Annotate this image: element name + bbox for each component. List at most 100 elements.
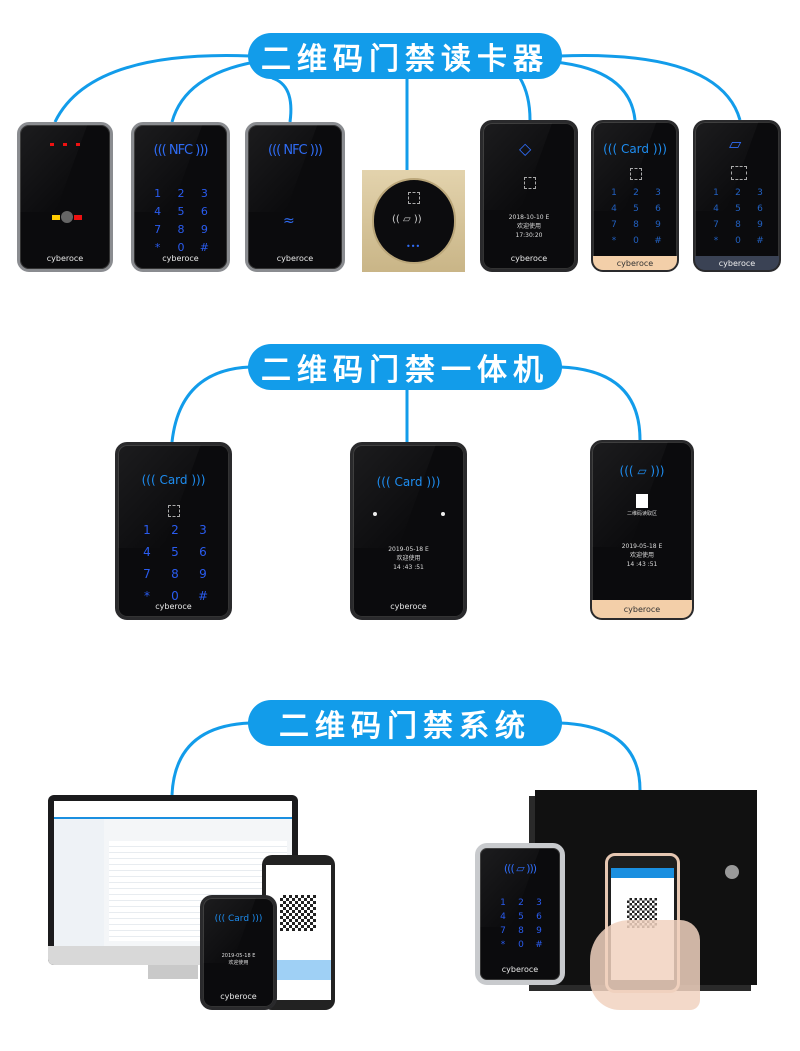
keypad-key: 7 bbox=[611, 220, 617, 230]
section-title-card-readers: 二维码门禁读卡器 bbox=[248, 33, 562, 79]
keypad-key: 9 bbox=[200, 223, 208, 236]
keypad-key: 9 bbox=[757, 220, 763, 230]
keypad-key: 8 bbox=[171, 567, 179, 581]
brand-label: cyberoce bbox=[390, 602, 427, 611]
keypad-key: 7 bbox=[713, 220, 719, 230]
card-tap-icon: ▱ bbox=[729, 134, 742, 153]
nfc-icon: ((( NFC ))) bbox=[153, 143, 209, 158]
brand-label: cyberoce bbox=[276, 254, 314, 263]
keypad-key: 0 bbox=[518, 940, 524, 950]
hand-image bbox=[590, 920, 700, 1010]
brand-label: cyberoce bbox=[592, 600, 692, 618]
brand-label: cyberoce bbox=[220, 992, 257, 1001]
keypad-key: 5 bbox=[735, 204, 741, 214]
card-icon: ((( Card ))) bbox=[376, 475, 441, 489]
keypad-key: 5 bbox=[177, 205, 185, 218]
keypad-key: 0 bbox=[633, 236, 639, 246]
keypad-key: 1 bbox=[154, 187, 162, 200]
screen-time: 17:30:20 bbox=[515, 232, 543, 239]
keypad-key: 5 bbox=[518, 912, 524, 922]
reader-nfc: ((( NFC ))) ≈ cyberoce bbox=[245, 122, 345, 272]
keypad-key: 2 bbox=[171, 523, 179, 537]
keypad-key: 5 bbox=[171, 545, 179, 559]
reader-round-gold: (( ▱ )) ••• bbox=[362, 170, 465, 272]
contactless-icon: (( ▱ )) bbox=[392, 214, 422, 225]
brand-label: cyberoce bbox=[46, 254, 84, 263]
indicator-dots-icon: ••• bbox=[406, 242, 421, 251]
qr-area-label: 二维码读取区 bbox=[626, 511, 657, 517]
integrated-qr-peach: ((( ▱ ))) 二维码读取区 2019-05-18 E 欢迎使用 14 :43 … bbox=[590, 440, 694, 620]
reader-nfc-keypad: ((( NFC ))) 1 2 3 4 5 6 7 8 9 * 0 # cyberoce bbox=[131, 122, 230, 272]
keypad-key: # bbox=[199, 241, 209, 254]
keypad-key: # bbox=[756, 236, 764, 246]
keypad-key: 4 bbox=[713, 204, 719, 214]
keypad-key: 4 bbox=[154, 205, 162, 218]
keypad-key: 5 bbox=[633, 204, 639, 214]
section-title-all-in-one: 二维码门禁一体机 bbox=[248, 344, 562, 390]
keypad-key: 6 bbox=[655, 204, 661, 214]
keypad-key: 6 bbox=[536, 912, 542, 922]
screen-date: 2019-05-18 E bbox=[621, 543, 663, 550]
keypad-key: 9 bbox=[655, 220, 661, 230]
keypad-key: * bbox=[144, 589, 150, 603]
contactless-icon: ((( ▱ ))) bbox=[503, 862, 537, 875]
keypad-key: 9 bbox=[199, 567, 207, 581]
keypad-key: 3 bbox=[757, 188, 763, 198]
keypad-key: 7 bbox=[154, 223, 162, 236]
keypad-key: 8 bbox=[177, 223, 185, 236]
screen-welcome: 欢迎使用 bbox=[516, 223, 541, 230]
screen-time: 14 :43 :51 bbox=[626, 561, 658, 568]
screen-welcome: 欢迎使用 bbox=[396, 555, 421, 562]
keypad-key: 3 bbox=[655, 188, 661, 198]
keypad-key: 0 bbox=[735, 236, 741, 246]
screen-welcome: 欢迎使用 bbox=[228, 960, 249, 966]
keypad-key: 1 bbox=[500, 898, 506, 908]
screen-date: 2018-10-10 E bbox=[508, 214, 550, 221]
keypad-key: 6 bbox=[200, 205, 208, 218]
keypad-key: 7 bbox=[500, 926, 506, 936]
brand-label: cyberoce bbox=[162, 254, 199, 263]
screen-welcome: 欢迎使用 bbox=[629, 552, 654, 559]
keypad-key: 4 bbox=[611, 204, 617, 214]
keypad-key: # bbox=[197, 589, 209, 603]
keypad-key: 6 bbox=[757, 204, 763, 214]
keypad-key: 2 bbox=[177, 187, 185, 200]
brand-label: cyberoce bbox=[593, 256, 677, 270]
nfc-icon: ((( NFC ))) bbox=[268, 143, 323, 158]
keypad-key: 0 bbox=[171, 589, 179, 603]
keypad-key: 3 bbox=[200, 187, 208, 200]
card-icon: ((( Card ))) bbox=[141, 473, 206, 487]
keypad-key: * bbox=[611, 236, 617, 246]
screen-date: 2019-05-18 E bbox=[388, 546, 429, 553]
card-icon: ((( Card ))) bbox=[214, 914, 263, 924]
keypad-key: 7 bbox=[143, 567, 151, 581]
brand-label: cyberoce bbox=[155, 602, 192, 611]
card-direction-icon: ◇ bbox=[519, 139, 532, 158]
keypad-key: 8 bbox=[735, 220, 741, 230]
card-icon: ((( Card ))) bbox=[603, 142, 667, 156]
keypad-key: 3 bbox=[199, 523, 207, 537]
keypad-key: 9 bbox=[536, 926, 542, 936]
keypad-key: 3 bbox=[536, 898, 542, 908]
keypad-key: # bbox=[654, 236, 662, 246]
keypad-key: # bbox=[535, 940, 543, 950]
keypad-key: 8 bbox=[518, 926, 524, 936]
screen-time: 14 :43 :51 bbox=[393, 564, 424, 571]
keypad-key: 1 bbox=[713, 188, 719, 198]
keypad-key: 0 bbox=[177, 241, 185, 254]
monitor-image bbox=[48, 795, 298, 979]
brand-label: cyberoce bbox=[695, 256, 779, 270]
reader-led: cyberoce bbox=[17, 122, 113, 272]
contactless-icon: ((( ▱ ))) bbox=[619, 464, 665, 478]
brand-label: cyberoce bbox=[501, 965, 539, 974]
keypad-key: * bbox=[154, 241, 161, 254]
keypad-key: 2 bbox=[518, 898, 524, 908]
keypad-key: * bbox=[500, 940, 506, 950]
